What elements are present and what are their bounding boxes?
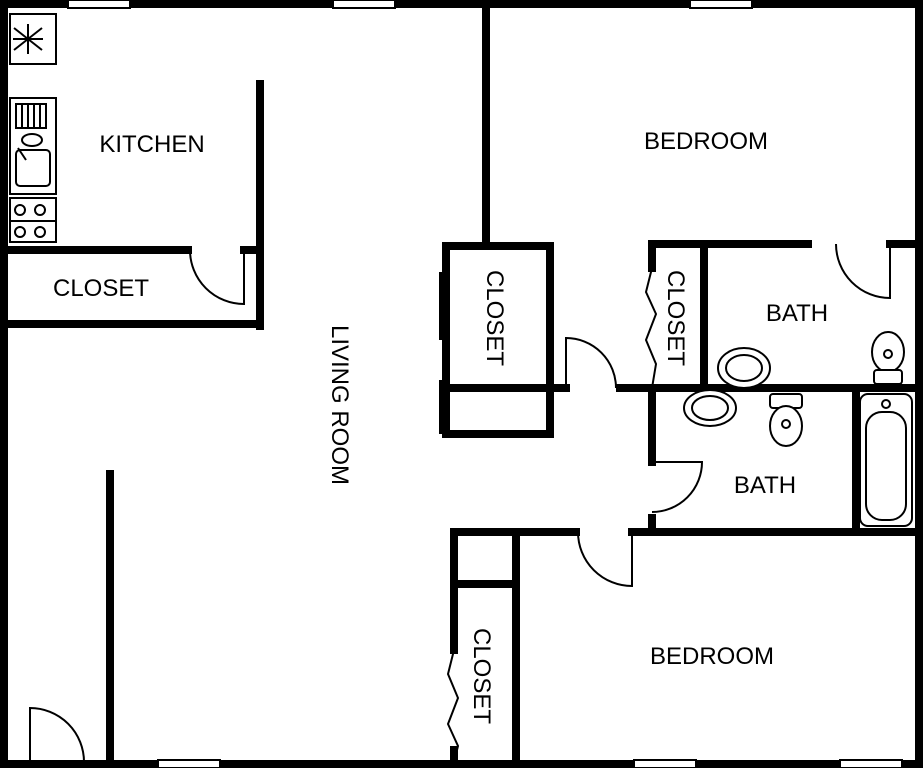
- bath-top-label: BATH: [766, 300, 828, 327]
- interior-walls: [4, 4, 919, 766]
- bifold-door-icon: [446, 267, 658, 763]
- bathtub-icon: [859, 393, 913, 527]
- stove-icon: [9, 197, 57, 243]
- kitchen-closet-label: CLOSET: [53, 275, 149, 302]
- bottom-closet-label: CLOSET: [468, 628, 495, 724]
- kitchen-label: KITCHEN: [99, 131, 204, 158]
- room-labels: KITCHEN CLOSET LIVING ROOM CLOSET CLOSET…: [53, 128, 828, 724]
- door-swing-icon: [29, 243, 891, 763]
- window-icon: [67, 0, 903, 768]
- center-closet-label: CLOSET: [481, 270, 508, 366]
- living-room-label: LIVING ROOM: [326, 325, 353, 485]
- toilet-icon: [871, 331, 905, 385]
- bedroom-top-label: BEDROOM: [644, 128, 768, 155]
- refrigerator-icon: [9, 13, 57, 65]
- bedroom-bottom-label: BEDROOM: [650, 643, 774, 670]
- hall-closet-label: CLOSET: [662, 270, 689, 366]
- sink-icon: [683, 389, 737, 427]
- bath-bottom-label: BATH: [734, 472, 796, 499]
- sink-icon: [9, 97, 57, 195]
- sink-icon: [717, 347, 771, 389]
- toilet-icon: [769, 393, 803, 447]
